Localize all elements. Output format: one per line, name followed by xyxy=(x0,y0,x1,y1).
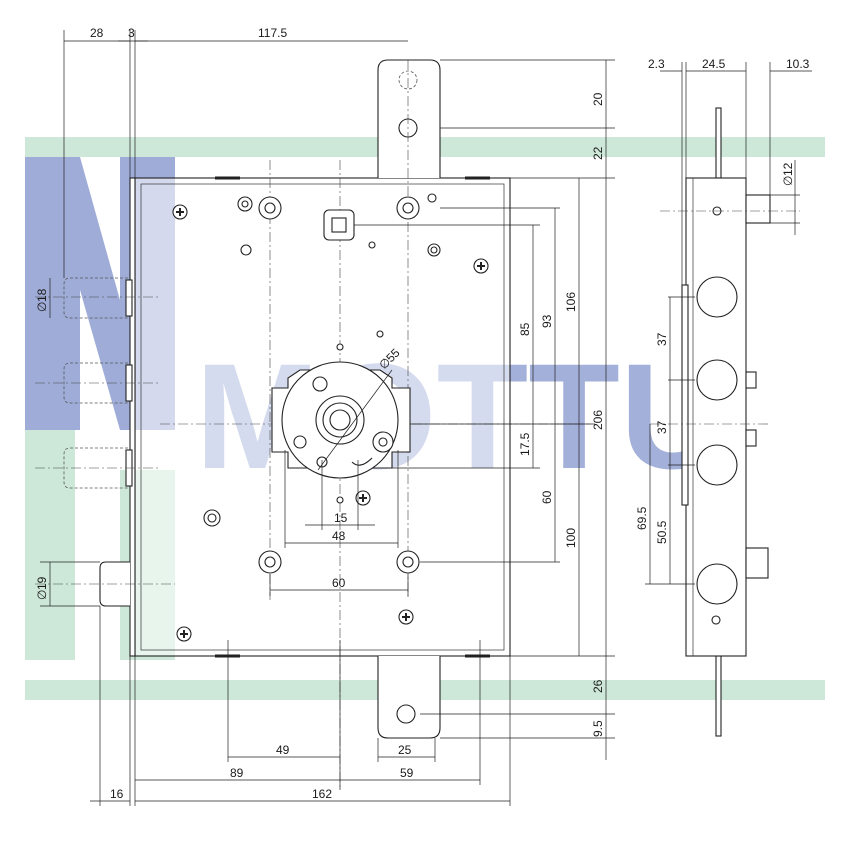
small-hole-1 xyxy=(240,244,252,256)
diameter-symbol: ∅ xyxy=(35,590,49,600)
side-dimension-lines xyxy=(645,62,812,585)
side-dim-69-5: 69.5 xyxy=(635,506,649,530)
diameter-symbol: ∅ xyxy=(781,176,795,186)
front-plate xyxy=(129,177,136,657)
dim-9-5: 9.5 xyxy=(591,720,605,737)
side-bottom-tab xyxy=(715,655,722,737)
case-edges xyxy=(215,176,490,658)
dimension-lines xyxy=(40,30,615,806)
dim-106: 106 xyxy=(564,292,578,312)
dim-20: 20 xyxy=(591,92,605,106)
dia-19-value: 19 xyxy=(35,576,49,590)
lock-case-inner xyxy=(140,183,505,651)
watermark-green-block xyxy=(25,430,75,660)
dim-60-horizontal: 60 xyxy=(332,576,346,590)
bottom-tab-hole xyxy=(396,704,416,724)
bolt-1-head xyxy=(125,279,133,317)
dim-dia-18: ∅ 18 xyxy=(35,288,49,312)
dim-117-5: 117.5 xyxy=(258,26,287,40)
side-dim-37a: 37 xyxy=(655,332,669,346)
bolt-2 xyxy=(63,362,128,404)
side-dim-37b: 37 xyxy=(655,420,669,434)
dim-206: 206 xyxy=(591,410,605,430)
side-dim-2-3: 2.3 xyxy=(648,57,665,71)
dim-48: 48 xyxy=(332,529,346,543)
cylinder-mechanism xyxy=(271,330,411,504)
dim-85: 85 xyxy=(518,322,532,336)
small-hole-2 xyxy=(368,241,376,249)
dim-15: 15 xyxy=(334,511,348,525)
dim-17-5: 17.5 xyxy=(518,432,532,456)
side-dimension-labels: 2.3 24.5 10.3 ∅ 12 37 37 69.5 50.5 xyxy=(635,57,810,544)
bolt-3 xyxy=(63,447,128,489)
dia-18-value: 18 xyxy=(35,288,49,302)
dim-25: 25 xyxy=(398,743,412,757)
bolt-1 xyxy=(63,277,128,319)
side-dim-dia-12: ∅ 12 xyxy=(781,162,795,186)
dimension-labels: 28 3 117.5 20 22 106 93 85 206 17.5 60 1… xyxy=(35,26,605,801)
spindle-square xyxy=(331,217,347,233)
side-bolt-2 xyxy=(696,359,738,401)
diameter-symbol: ∅ xyxy=(35,302,49,312)
side-bolt-1 xyxy=(696,276,738,318)
side-spindle xyxy=(745,194,771,224)
dim-162: 162 xyxy=(312,787,332,801)
dim-3: 3 xyxy=(128,26,135,40)
dim-60-vertical: 60 xyxy=(540,490,554,504)
side-front-plate xyxy=(681,284,689,506)
top-tab-hidden-hole xyxy=(398,70,418,90)
side-top-tab xyxy=(715,107,722,179)
side-dim-24-5: 24.5 xyxy=(702,57,726,71)
dim-22: 22 xyxy=(591,146,605,160)
side-dim-10-3: 10.3 xyxy=(786,57,810,71)
small-hole-3 xyxy=(427,193,437,203)
side-latch xyxy=(696,563,738,605)
side-dim-50-5: 50.5 xyxy=(655,520,669,544)
dim-89: 89 xyxy=(230,766,244,780)
dim-dia-19: ∅ 19 xyxy=(35,576,49,600)
bottom-tab xyxy=(377,656,441,739)
dim-59: 59 xyxy=(400,766,414,780)
side-bolt-3 xyxy=(696,444,738,486)
dim-16: 16 xyxy=(110,787,124,801)
dim-28: 28 xyxy=(90,26,104,40)
dia-12-value: 12 xyxy=(781,162,795,176)
dim-93: 93 xyxy=(540,314,554,328)
dim-26: 26 xyxy=(591,679,605,693)
cross-screws xyxy=(172,204,489,642)
mounting-holes xyxy=(203,196,441,574)
side-view xyxy=(650,107,800,737)
dim-49: 49 xyxy=(276,743,290,757)
dim-100: 100 xyxy=(564,528,578,548)
front-view xyxy=(35,59,590,790)
